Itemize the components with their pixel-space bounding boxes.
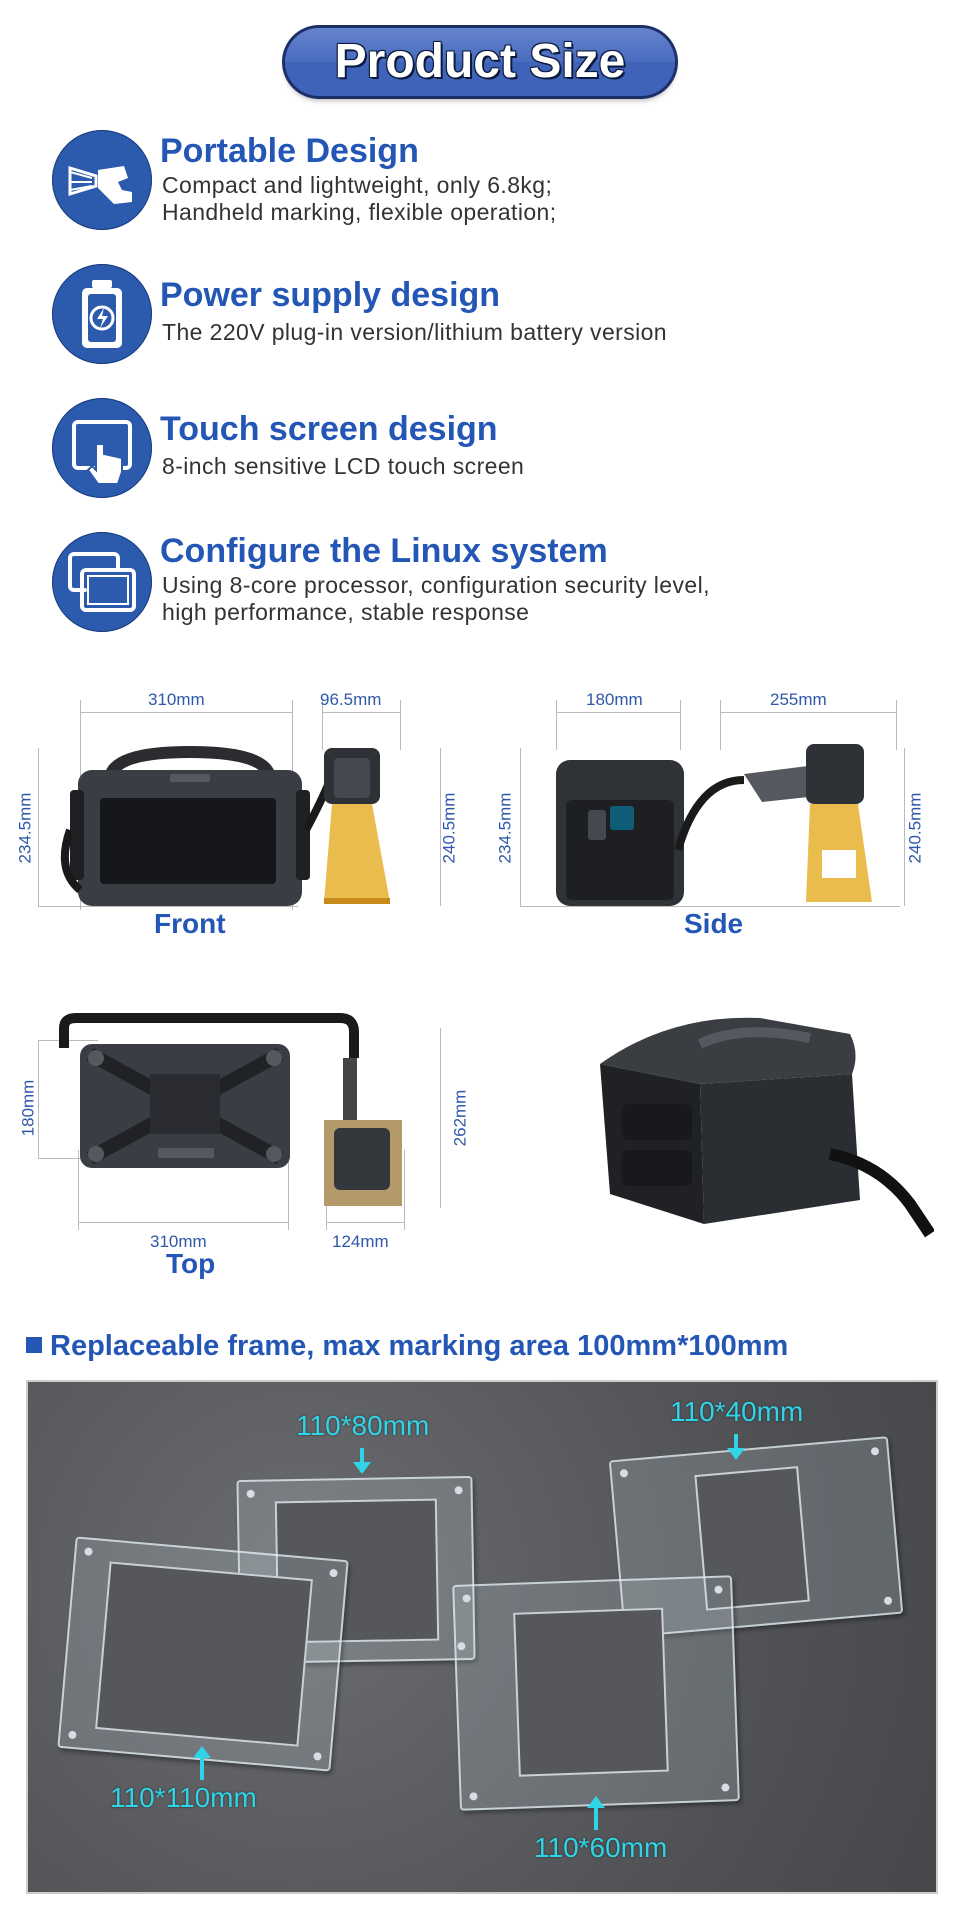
top-device-image bbox=[59, 1013, 402, 1206]
feature-desc-line: high performance, stable response bbox=[162, 599, 530, 625]
top-gun-width-label: 124mm bbox=[332, 1232, 389, 1251]
arrow-up-icon bbox=[193, 1746, 211, 1780]
feature-title: Configure the Linux system bbox=[160, 532, 608, 570]
front-gun-width-label: 96.5mm bbox=[320, 690, 382, 709]
frame-110x60 bbox=[452, 1575, 740, 1811]
front-label: Front bbox=[154, 908, 226, 939]
frame-label-110x40: 110*40mm bbox=[670, 1396, 804, 1427]
top-width-label: 310mm bbox=[150, 1232, 207, 1251]
frames-photo: 110*80mm 110*40mm 110*110mm 110*60mm bbox=[26, 1380, 938, 1894]
page-title: Product Size bbox=[334, 35, 626, 88]
front-height-label: 234.5mm bbox=[15, 792, 35, 864]
side-gun-width-label: 255mm bbox=[770, 690, 827, 709]
device-perspective-image bbox=[600, 1017, 934, 1238]
side-label: Side bbox=[684, 908, 744, 939]
feature-desc-line: Handheld marking, flexible operation; bbox=[162, 199, 557, 225]
front-device-image bbox=[60, 745, 390, 906]
touch-screen-icon bbox=[52, 398, 152, 498]
feature-title: Power supply design bbox=[160, 276, 501, 314]
top-gun-height-label: 262mm bbox=[450, 1089, 470, 1147]
tablet-system-icon bbox=[52, 532, 152, 632]
frame-label-110x60: 110*60mm bbox=[534, 1832, 668, 1863]
top-label: Top bbox=[166, 1248, 216, 1279]
arrow-down-icon bbox=[727, 1434, 745, 1460]
battery-charge-icon bbox=[52, 264, 152, 364]
heading-bullet-icon bbox=[26, 1337, 42, 1353]
front-gun-height-label: 240.5mm bbox=[439, 792, 459, 864]
feature-title: Portable Design bbox=[160, 132, 419, 170]
frames-section-heading: Replaceable frame, max marking area 100m… bbox=[26, 1330, 788, 1363]
feature-linux: Configure the Linux system Using 8-core … bbox=[52, 532, 932, 632]
frame-label-110x80: 110*80mm bbox=[296, 1410, 430, 1441]
feature-power: Power supply design The 220V plug-in ver… bbox=[52, 264, 932, 364]
side-device-image bbox=[556, 744, 872, 906]
title-banner: Product Size bbox=[285, 28, 675, 96]
feature-portable: Portable Design Compact and lightweight,… bbox=[52, 130, 932, 230]
front-width-label: 310mm bbox=[148, 690, 205, 709]
frame-label-110x110: 110*110mm bbox=[110, 1782, 257, 1813]
feature-desc-line: Using 8-core processor, configuration se… bbox=[162, 572, 710, 598]
side-gun-height-label: 240.5mm bbox=[905, 792, 925, 864]
frames-section-title: Replaceable frame, max marking area 100m… bbox=[50, 1330, 789, 1362]
arrow-up-icon bbox=[587, 1796, 605, 1830]
side-height-label: 234.5mm bbox=[495, 792, 515, 864]
feature-desc-line: The 220V plug-in version/lithium battery… bbox=[162, 319, 667, 345]
feature-touch: Touch screen design 8-inch sensitive LCD… bbox=[52, 398, 932, 498]
feature-desc-line: 8-inch sensitive LCD touch screen bbox=[162, 453, 525, 479]
feature-title: Touch screen design bbox=[160, 410, 498, 448]
handheld-marking-icon bbox=[52, 130, 152, 230]
arrow-down-icon bbox=[353, 1448, 371, 1474]
frame-110x110 bbox=[57, 1536, 349, 1772]
feature-desc-line: Compact and lightweight, only 6.8kg; bbox=[162, 172, 553, 198]
top-height-label: 180mm bbox=[18, 1079, 38, 1137]
side-width-label: 180mm bbox=[586, 690, 643, 709]
